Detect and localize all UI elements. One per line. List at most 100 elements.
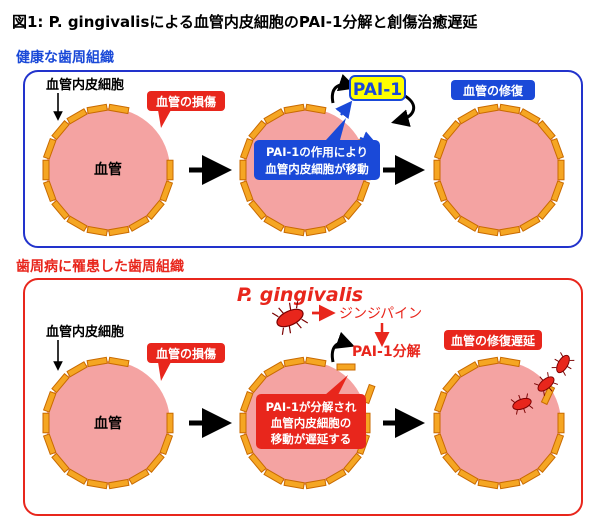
endothelial-cell xyxy=(146,199,165,220)
endothelial-cell xyxy=(108,225,130,237)
endothelial-cell xyxy=(325,215,347,232)
endothelial-cell xyxy=(108,356,130,368)
bacterium-icon xyxy=(510,393,534,415)
endothelial-cell xyxy=(283,356,305,368)
endothelial-cell xyxy=(66,361,88,378)
disease-vessel-1 xyxy=(42,356,174,490)
endothelial-cell xyxy=(248,452,267,473)
vessel-lumen xyxy=(437,108,561,232)
migration-line-1: PAI-1の作用により xyxy=(266,145,368,159)
endothelial-cell xyxy=(477,356,499,368)
delay-line-1: PAI-1が分解され xyxy=(266,400,357,414)
endothelial-cell xyxy=(433,180,448,203)
endothelial-cell xyxy=(477,478,499,490)
endothelial-cell xyxy=(550,433,565,456)
endothelial-cell xyxy=(283,103,305,115)
endothelial-cell xyxy=(239,412,247,434)
endothelial-cell xyxy=(305,225,327,237)
endothelial-cell xyxy=(51,199,70,220)
endothelial-cell xyxy=(86,478,108,490)
endothelial-cell xyxy=(550,137,565,160)
endothelial-cell xyxy=(51,373,70,394)
pai-label: PAI-1 xyxy=(353,80,402,100)
endothelial-cell xyxy=(305,478,327,490)
endothelial-cell xyxy=(433,137,448,160)
endothelial-cell xyxy=(433,433,448,456)
endothelial-cell xyxy=(159,433,174,456)
endothelial-cell xyxy=(343,199,362,220)
endothelial-cell xyxy=(442,199,461,220)
disease-endothelial-label: 血管内皮細胞 xyxy=(46,324,124,340)
vessel-lumen xyxy=(437,361,561,485)
endothelial-cell xyxy=(248,199,267,220)
repair-label: 血管の修復 xyxy=(463,83,524,98)
endothelial-cell xyxy=(239,137,254,160)
healthy-endothelial-label: 血管内皮細胞 xyxy=(46,77,124,93)
migration-line-2: 血管内皮細胞が移動 xyxy=(265,162,369,176)
endothelial-cell xyxy=(442,120,461,141)
disease-heading: 歯周病に罹患した歯周組織 xyxy=(16,258,184,275)
endothelial-cell xyxy=(239,159,247,181)
endothelial-cell xyxy=(146,452,165,473)
endothelial-cell xyxy=(42,137,57,160)
endothelial-cell xyxy=(263,468,285,485)
endothelial-cell xyxy=(42,159,50,181)
endothelial-cell xyxy=(519,468,541,485)
endothelial-cell xyxy=(66,468,88,485)
disease-injury-callout: 血管の損傷 xyxy=(147,343,225,381)
healthy-injury-label: 血管の損傷 xyxy=(156,94,216,109)
endothelial-cell xyxy=(499,225,521,237)
bacterium-icon xyxy=(533,372,559,396)
endothelial-cell xyxy=(51,120,70,141)
repair-delay-label: 血管の修復遅延 xyxy=(451,333,536,348)
endothelial-cell xyxy=(66,108,88,125)
endothelial-cell xyxy=(108,103,130,115)
endothelial-cell xyxy=(343,452,362,473)
healthy-vessel-3 xyxy=(433,103,565,237)
bacterium-icon xyxy=(271,301,309,335)
endothelial-cell xyxy=(557,412,565,434)
endothelial-cell xyxy=(550,180,565,203)
detached-cell xyxy=(336,363,356,371)
endothelial-cell xyxy=(433,159,441,181)
endothelial-cell xyxy=(283,478,305,490)
endothelial-cell xyxy=(248,120,267,141)
endothelial-cell xyxy=(457,215,479,232)
endothelial-cell xyxy=(433,412,441,434)
endothelial-cell xyxy=(283,225,305,237)
endothelial-ring xyxy=(239,356,371,490)
endothelial-cell xyxy=(166,159,174,181)
healthy-heading: 健康な歯周組織 xyxy=(16,49,114,66)
healthy-frame xyxy=(23,70,583,248)
bacterium-name: P. gingivalis xyxy=(237,284,363,306)
vessel-lumen xyxy=(46,361,170,485)
endothelial-cell xyxy=(42,180,57,203)
endothelial-cell xyxy=(51,452,70,473)
endothelial-cell xyxy=(42,412,50,434)
endothelial-cell xyxy=(239,390,254,413)
endothelial-cell xyxy=(86,225,108,237)
endothelial-cell xyxy=(86,356,108,368)
endothelial-cell xyxy=(477,103,499,115)
healthy-vessel-label: 血管 xyxy=(94,161,122,178)
endothelial-cell xyxy=(537,452,556,473)
endothelial-cell xyxy=(166,412,174,434)
endothelial-cell xyxy=(66,215,88,232)
endothelial-cell xyxy=(537,199,556,220)
healthy-vessel-1 xyxy=(42,103,174,237)
disease-vessel-3 xyxy=(433,356,565,490)
endothelial-cell xyxy=(433,390,448,413)
endothelial-ring xyxy=(433,103,565,237)
endothelial-cell xyxy=(457,361,479,378)
endothelial-cell xyxy=(356,180,371,203)
delay-line-2: 血管内皮細胞の xyxy=(271,416,352,430)
pai-loop-arrow xyxy=(330,74,357,104)
endothelial-cell xyxy=(86,103,108,115)
endothelial-cell xyxy=(499,103,521,115)
healthy-injury-callout: 血管の損傷 xyxy=(147,91,225,128)
endothelial-cell xyxy=(128,468,150,485)
endothelial-cell xyxy=(128,215,150,232)
endothelial-cell xyxy=(305,103,327,115)
endothelial-cell xyxy=(42,390,57,413)
